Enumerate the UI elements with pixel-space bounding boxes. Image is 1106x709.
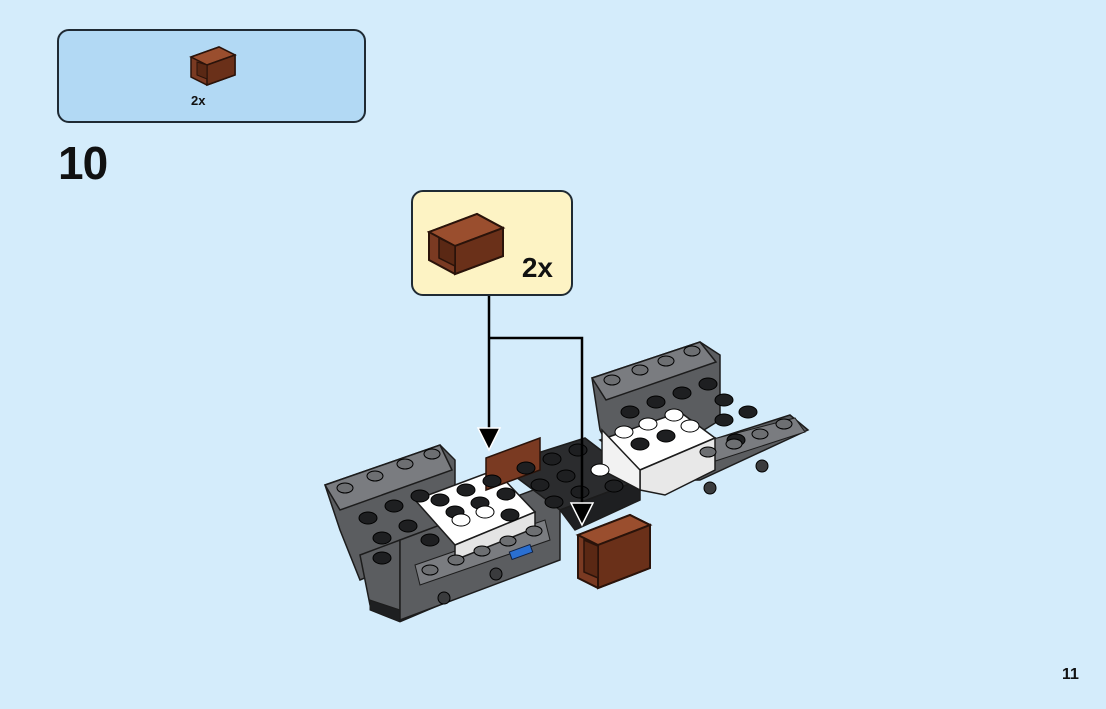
brown-corner-brick-icon bbox=[189, 46, 237, 87]
brown-corner-brick-placed bbox=[575, 513, 653, 590]
arrowheads bbox=[476, 427, 595, 527]
page-number: 11 bbox=[1062, 666, 1079, 683]
studs bbox=[336, 345, 793, 576]
parts-quantity: 2x bbox=[191, 93, 206, 108]
parts-list-panel: 2x bbox=[57, 29, 366, 123]
clips bbox=[437, 459, 769, 605]
placement-arrows bbox=[487, 296, 584, 505]
step-number: 10 bbox=[58, 137, 108, 189]
callout-panel: 2x bbox=[411, 190, 573, 296]
brown-corner-brick-icon bbox=[427, 212, 506, 276]
right-wing bbox=[590, 341, 810, 496]
callout-quantity: 2x bbox=[521, 252, 553, 283]
